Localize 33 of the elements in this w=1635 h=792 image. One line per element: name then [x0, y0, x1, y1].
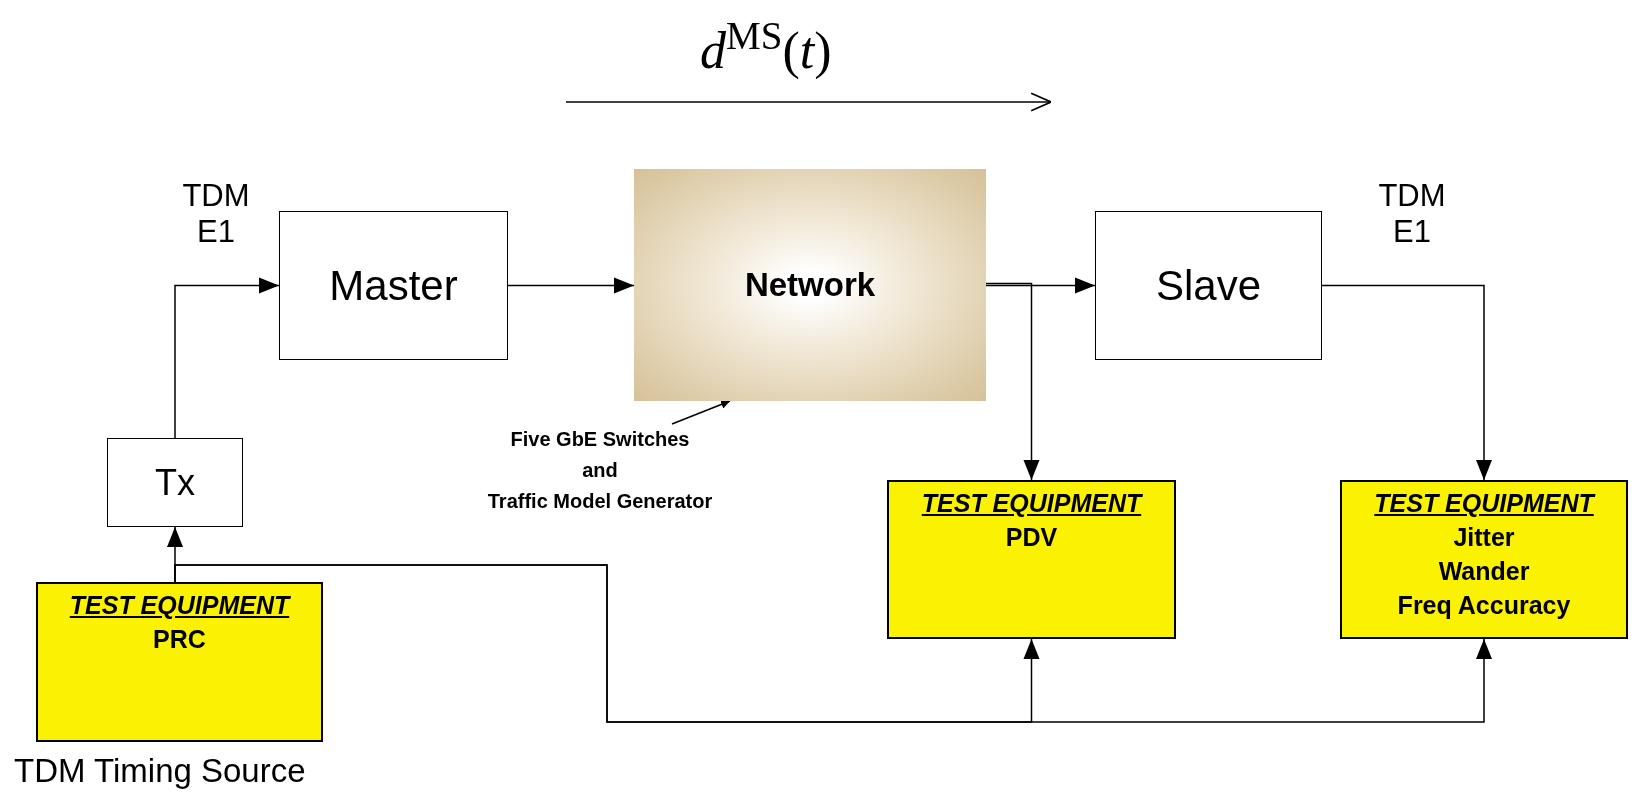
equipment-heading: TEST EQUIPMENT — [921, 488, 1142, 519]
equipment-function: PRC — [153, 624, 206, 655]
equipment-box — [36, 582, 323, 742]
signal-label: TDM E1 — [1377, 178, 1447, 250]
arrow — [507, 277, 635, 294]
arrow — [985, 277, 1096, 294]
equipment-function: Freq Accuracy — [1397, 590, 1571, 621]
equipment-box — [887, 480, 1176, 639]
annotation-text: Traffic Model Generator — [487, 489, 713, 514]
node-label: Slave — [1155, 261, 1262, 311]
equipment-box — [1340, 480, 1628, 639]
arrow — [985, 282, 1040, 481]
process-box — [279, 211, 508, 360]
process-box — [1095, 211, 1322, 360]
delay-formula: d$^{MS}$(t) — [700, 12, 832, 81]
equipment-function: Jitter — [1453, 522, 1515, 553]
arrow — [1321, 284, 1492, 481]
node-label: Network — [744, 265, 876, 306]
node-label: TDM Timing Source — [14, 751, 306, 791]
network-cloud-box — [634, 169, 986, 401]
signal-label: TDM E1 — [181, 178, 251, 250]
leader-line — [671, 400, 731, 425]
annotation-text: Five GbE Switches — [510, 427, 690, 452]
node-label: Master — [329, 261, 458, 311]
equipment-function: PDV — [1005, 522, 1058, 553]
arrow — [174, 277, 280, 439]
equipment-function: Wander — [1438, 556, 1530, 587]
annotation-text: and — [582, 458, 618, 483]
equipment-heading: TEST EQUIPMENT — [1374, 488, 1594, 519]
process-box — [107, 438, 243, 527]
equipment-heading: TEST EQUIPMENT — [69, 590, 290, 621]
node-label: Tx — [155, 460, 195, 505]
arrow — [174, 564, 1492, 723]
